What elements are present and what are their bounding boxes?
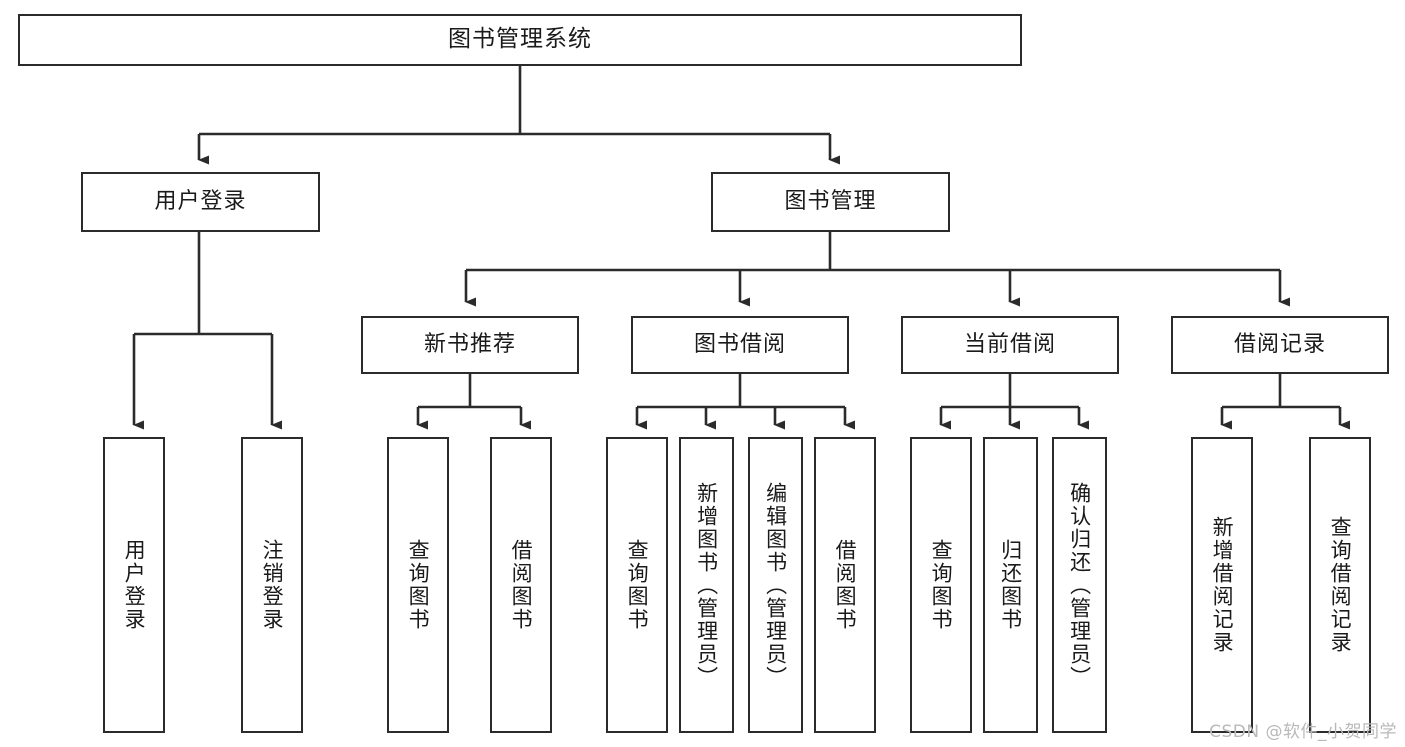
node-leaf-query-book-3[interactable]: 查询图书 — [910, 437, 972, 733]
watermark-text: CSDN @软件_小贺同学 — [1209, 722, 1397, 742]
node-book-management-label: 图书管理 — [784, 188, 877, 214]
node-book-borrow-label: 图书借阅 — [693, 331, 786, 357]
node-user-login-label: 用户登录 — [154, 188, 247, 214]
node-current-borrow-label: 当前借阅 — [963, 331, 1056, 357]
node-new-book-recommend[interactable]: 新书推荐 — [361, 316, 579, 374]
node-leaf-edit-book-label: 编辑图书（管理员） — [763, 481, 788, 689]
node-leaf-logout-login[interactable]: 注销登录 — [241, 437, 303, 733]
node-leaf-query-book-3-label: 查询图书 — [929, 539, 954, 631]
node-leaf-user-login-label: 用户登录 — [122, 539, 147, 631]
node-leaf-confirm-return[interactable]: 确认归还（管理员） — [1052, 437, 1107, 733]
node-leaf-return-book-label: 归还图书 — [998, 539, 1023, 631]
node-book-borrow[interactable]: 图书借阅 — [631, 316, 849, 374]
node-borrow-record[interactable]: 借阅记录 — [1171, 316, 1389, 374]
node-user-login[interactable]: 用户登录 — [81, 172, 320, 232]
node-leaf-user-login[interactable]: 用户登录 — [103, 437, 165, 733]
node-leaf-query-book-2[interactable]: 查询图书 — [606, 437, 668, 733]
node-leaf-query-record-label: 查询借阅记录 — [1328, 516, 1353, 654]
node-leaf-add-record[interactable]: 新增借阅记录 — [1191, 437, 1253, 733]
node-leaf-query-record[interactable]: 查询借阅记录 — [1309, 437, 1371, 733]
node-new-book-recommend-label: 新书推荐 — [423, 331, 516, 357]
node-current-borrow[interactable]: 当前借阅 — [901, 316, 1119, 374]
node-leaf-add-book-label: 新增图书（管理员） — [694, 481, 719, 689]
node-leaf-borrow-book-1-label: 借阅图书 — [509, 539, 534, 631]
node-leaf-return-book[interactable]: 归还图书 — [983, 437, 1038, 733]
node-leaf-borrow-book-2[interactable]: 借阅图书 — [814, 437, 876, 733]
node-borrow-record-label: 借阅记录 — [1233, 331, 1326, 357]
node-leaf-logout-login-label: 注销登录 — [260, 539, 285, 631]
node-book-management[interactable]: 图书管理 — [711, 172, 950, 232]
node-leaf-edit-book[interactable]: 编辑图书（管理员） — [748, 437, 803, 733]
node-leaf-borrow-book-2-label: 借阅图书 — [833, 539, 858, 631]
node-leaf-query-book-1-label: 查询图书 — [406, 539, 431, 631]
node-leaf-query-book-1[interactable]: 查询图书 — [387, 437, 449, 733]
node-leaf-add-book[interactable]: 新增图书（管理员） — [679, 437, 734, 733]
node-leaf-add-record-label: 新增借阅记录 — [1210, 516, 1235, 654]
node-leaf-confirm-return-label: 确认归还（管理员） — [1067, 481, 1092, 689]
node-leaf-query-book-2-label: 查询图书 — [625, 539, 650, 631]
node-root-system[interactable]: 图书管理系统 — [18, 14, 1022, 66]
node-root-label: 图书管理系统 — [448, 26, 592, 53]
node-leaf-borrow-book-1[interactable]: 借阅图书 — [490, 437, 552, 733]
